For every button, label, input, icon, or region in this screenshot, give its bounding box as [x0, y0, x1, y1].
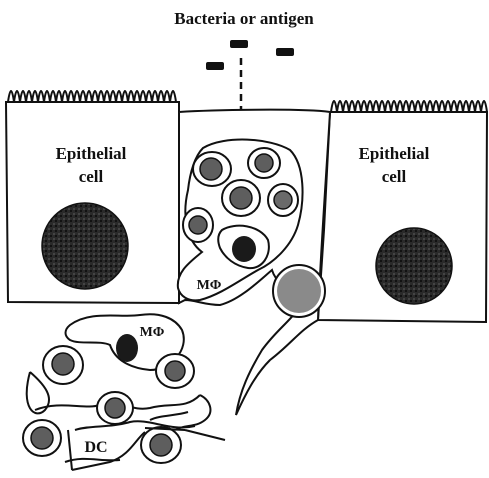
title-text: Bacteria or antigen — [174, 9, 314, 28]
epithelial-right-label-1: Epithelial — [359, 144, 430, 163]
macrophage-upper-label: MΦ — [197, 278, 222, 293]
lymphocyte — [141, 427, 181, 463]
lymphocyte — [183, 208, 213, 242]
lymphocyte — [193, 152, 231, 186]
microvilli-right — [331, 101, 487, 112]
lymphocyte — [268, 184, 298, 216]
dendritic-cell-label: DC — [84, 439, 107, 456]
lymphocyte — [222, 180, 260, 216]
lamina-propria: DC — [23, 346, 225, 470]
antigen-particle — [206, 62, 224, 70]
lymphocyte — [23, 420, 61, 456]
epithelial-cell-right: Epithelial cell — [318, 101, 487, 322]
antigen-particle — [230, 40, 248, 48]
large-cell — [273, 265, 325, 317]
nucleus-right — [376, 228, 452, 304]
lymphocyte — [156, 354, 194, 388]
antigen-particle — [276, 48, 294, 56]
lymphocyte — [97, 392, 133, 424]
epithelial-right-label-2: cell — [382, 167, 407, 186]
epithelial-left-label-1: Epithelial — [56, 144, 127, 163]
macrophage-lower-label: MΦ — [140, 325, 165, 340]
microvilli-left — [8, 91, 176, 102]
nucleus-left — [42, 203, 128, 289]
epithelial-left-label-2: cell — [79, 167, 104, 186]
antigen-particles — [206, 40, 294, 70]
lymphocyte — [43, 346, 83, 384]
epithelial-cell-left: Epithelial cell — [6, 91, 179, 303]
lymphocyte — [248, 148, 280, 178]
